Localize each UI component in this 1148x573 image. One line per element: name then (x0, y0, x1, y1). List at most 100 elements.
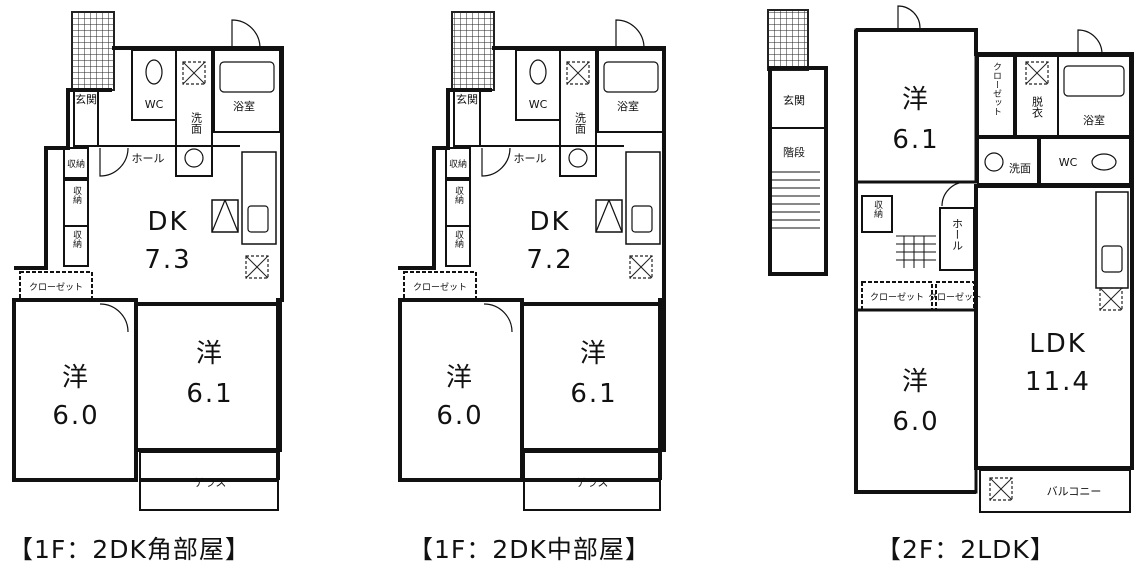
room-a-size: 6.1 (892, 125, 939, 155)
inner-stair-steps (896, 235, 936, 268)
wc-label: WC (145, 98, 164, 111)
fridge-diagonal-2 (608, 199, 623, 233)
floor-plan-1f-corner: 玄関 WC 洗面 浴室 ホール 収納 収納 収納 クローゼット DK 7.3 洋… (12, 11, 284, 511)
bath-label: 浴室 (617, 99, 639, 113)
room-door-arc (99, 303, 129, 333)
wet-door-arc (1077, 29, 1103, 55)
wc-box (1039, 137, 1131, 185)
toilet (145, 59, 163, 85)
kitchen-sink (631, 205, 653, 233)
kitchen-sink (1101, 245, 1123, 273)
terrace-label: テラス (194, 476, 227, 489)
room-b-wall (134, 302, 282, 452)
washroom-label: 洗面 (1009, 162, 1031, 175)
bath-box (597, 49, 665, 133)
room-a-name: 洋 (902, 85, 930, 115)
hall-box (939, 207, 975, 271)
entry-door-arc (231, 19, 261, 49)
closet2-label: クローゼット (928, 291, 982, 303)
entrance-label: 玄関 (783, 93, 805, 107)
washroom-label: 洗面 (574, 112, 587, 134)
closet1-box (861, 281, 933, 311)
room-b-size: 6.1 (186, 379, 233, 409)
dk-size-label: 7.3 (144, 245, 191, 275)
storage1-label: 収納 (71, 185, 82, 205)
closet-v-label: クローゼット (991, 62, 1002, 116)
floor-plan-2f: 玄関 階段 (767, 5, 1134, 513)
bathtub (219, 61, 275, 93)
stairs-label: 階段 (783, 145, 805, 159)
fridge-diagonal-2 (224, 199, 239, 233)
toilet (1091, 153, 1117, 171)
storage-small-label: 収納 (449, 158, 467, 170)
room-a-size: 6.0 (436, 401, 483, 431)
closet-box (19, 271, 93, 301)
washroom-box (977, 137, 1039, 185)
storage2-box (63, 225, 89, 267)
storage-box (861, 195, 893, 233)
washroom-box (175, 49, 213, 177)
plan-caption-1f-corner: 【1F：2DK角部屋】 (8, 535, 251, 564)
bathtub (603, 61, 659, 93)
appliance-icon (629, 255, 653, 279)
washing-machine-icon (1025, 61, 1049, 85)
hall-label: ホール (951, 218, 964, 251)
plan-caption-2f: 【2F：2LDK】 (876, 535, 1056, 564)
plan-caption-1f-middle: 【1F：2DK中部屋】 (408, 535, 651, 564)
bathtub (1063, 65, 1125, 97)
wc-label: WC (529, 98, 548, 111)
room-b-size: 6.0 (892, 407, 939, 437)
storage-small-box (63, 147, 89, 179)
bath-box (213, 49, 281, 133)
room-b-wall (520, 302, 666, 452)
ldk-size-label: 11.4 (1025, 367, 1091, 397)
ldk-wall (974, 184, 1134, 470)
storage2-box (445, 225, 471, 267)
dk-name-label: DK (147, 207, 188, 237)
storage-label: 収納 (872, 199, 883, 219)
fridge-space (211, 199, 239, 233)
porch-grid (767, 9, 809, 71)
kitchen-counter (1095, 191, 1129, 289)
kitchen-counter (625, 151, 661, 245)
closet2-box (935, 281, 975, 311)
porch-grid (451, 11, 495, 91)
floor-plan-1f-middle: 玄関 WC 洗面 浴室 ホール 収納 収納 収納 クローゼット DK 7.2 洋… (398, 11, 666, 511)
storage1-label: 収納 (453, 185, 464, 205)
balcony-box (979, 469, 1131, 513)
sink-icon (568, 148, 588, 168)
kitchen-sink (247, 205, 269, 233)
room-b-name: 洋 (196, 339, 224, 369)
entrance-label: 玄関 (75, 92, 97, 106)
room-b-name: 洋 (580, 339, 608, 369)
terrace-label: テラス (576, 476, 609, 489)
room-b-name: 洋 (902, 367, 930, 397)
entrance-box (453, 89, 481, 147)
hall-door-arc (481, 147, 511, 177)
dk-size-label: 7.2 (526, 245, 573, 275)
hall-door-arc (941, 181, 967, 207)
room-a-name: 洋 (62, 363, 90, 393)
sink-icon (184, 148, 204, 168)
balcony-label: バルコニー (1047, 485, 1102, 498)
balcony-unit-icon (989, 477, 1013, 501)
washroom-label: 洗面 (190, 112, 203, 134)
washing-machine-icon (182, 61, 206, 85)
dressing-label: 脱衣 (1031, 95, 1044, 118)
dk-name-label: DK (529, 207, 570, 237)
stair-strip (768, 66, 828, 276)
room-b-wall (854, 308, 978, 494)
wc-label: WC (1059, 156, 1078, 169)
bath-box (1057, 55, 1131, 137)
closet-label: クローゼット (29, 281, 83, 293)
room-a-name: 洋 (446, 363, 474, 393)
closet-box (403, 271, 477, 301)
room-door-arc (483, 303, 513, 333)
room-a-door-arc (897, 5, 921, 29)
terrace-box (139, 451, 279, 511)
washing-machine-icon (566, 61, 590, 85)
sink-icon (984, 152, 1004, 172)
washroom-box (559, 49, 597, 177)
toilet (529, 59, 547, 85)
